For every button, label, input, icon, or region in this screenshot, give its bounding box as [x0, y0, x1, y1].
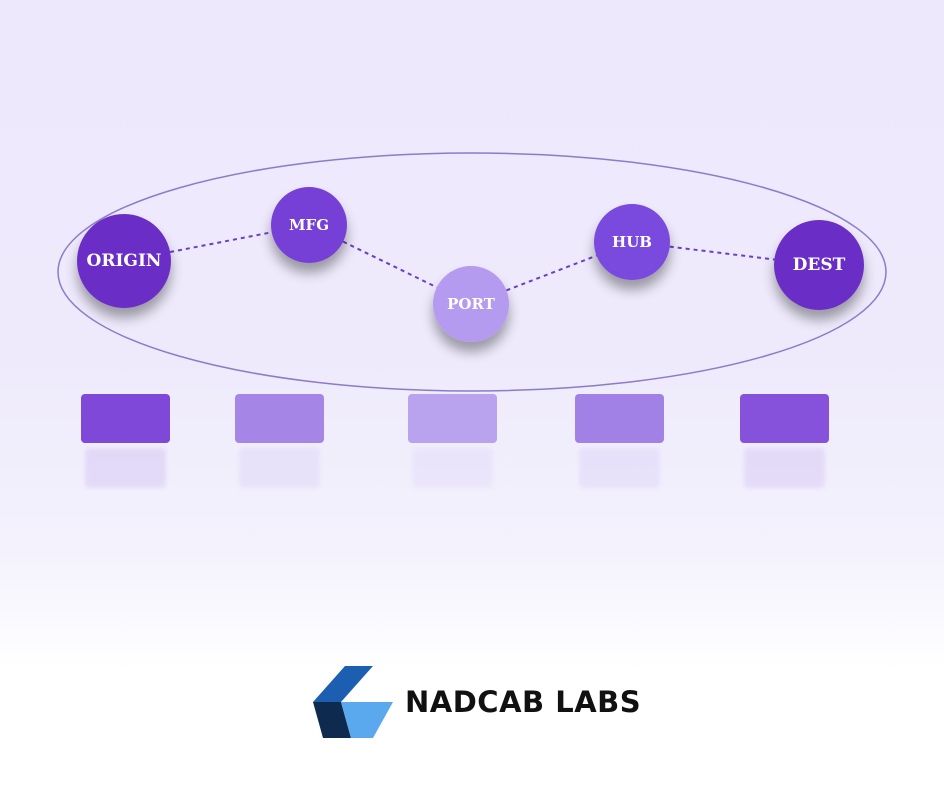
connector-mfg-port	[342, 240, 438, 289]
node-port: PORT	[433, 266, 509, 342]
node-origin-circle	[77, 214, 171, 308]
connector-port-hub	[506, 254, 597, 292]
connector-hub-dest	[669, 245, 775, 261]
node-origin: ORIGIN	[77, 214, 171, 308]
node-hub-circle	[594, 204, 670, 280]
block-2	[235, 394, 324, 488]
node-port-label: PORT	[447, 295, 496, 313]
node-hub-label: HUB	[612, 233, 652, 251]
node-dest: DEST	[774, 220, 864, 310]
node-origin-label: ORIGIN	[87, 251, 162, 271]
node-mfg-label: MFG	[289, 216, 329, 234]
brand-logo: NADCAB LABS	[313, 666, 641, 738]
node-dest-circle	[774, 220, 864, 310]
node-dest-label: DEST	[793, 255, 846, 275]
block-5	[740, 394, 829, 488]
node-mfg: MFG	[271, 187, 347, 263]
node-group: ORIGIN MFG PORT HUB DEST	[77, 187, 864, 342]
nadcab-logo-icon	[313, 666, 393, 738]
block-3	[408, 394, 497, 488]
block-row	[81, 394, 829, 488]
node-mfg-circle	[271, 187, 347, 263]
connectors	[169, 231, 775, 292]
node-port-circle	[433, 266, 509, 342]
network-boundary-ellipse	[57, 152, 887, 392]
block-4	[575, 394, 664, 488]
block-1	[81, 394, 170, 488]
connector-origin-mfg	[169, 231, 272, 254]
brand-name: NADCAB LABS	[405, 685, 642, 719]
node-hub: HUB	[594, 204, 670, 280]
